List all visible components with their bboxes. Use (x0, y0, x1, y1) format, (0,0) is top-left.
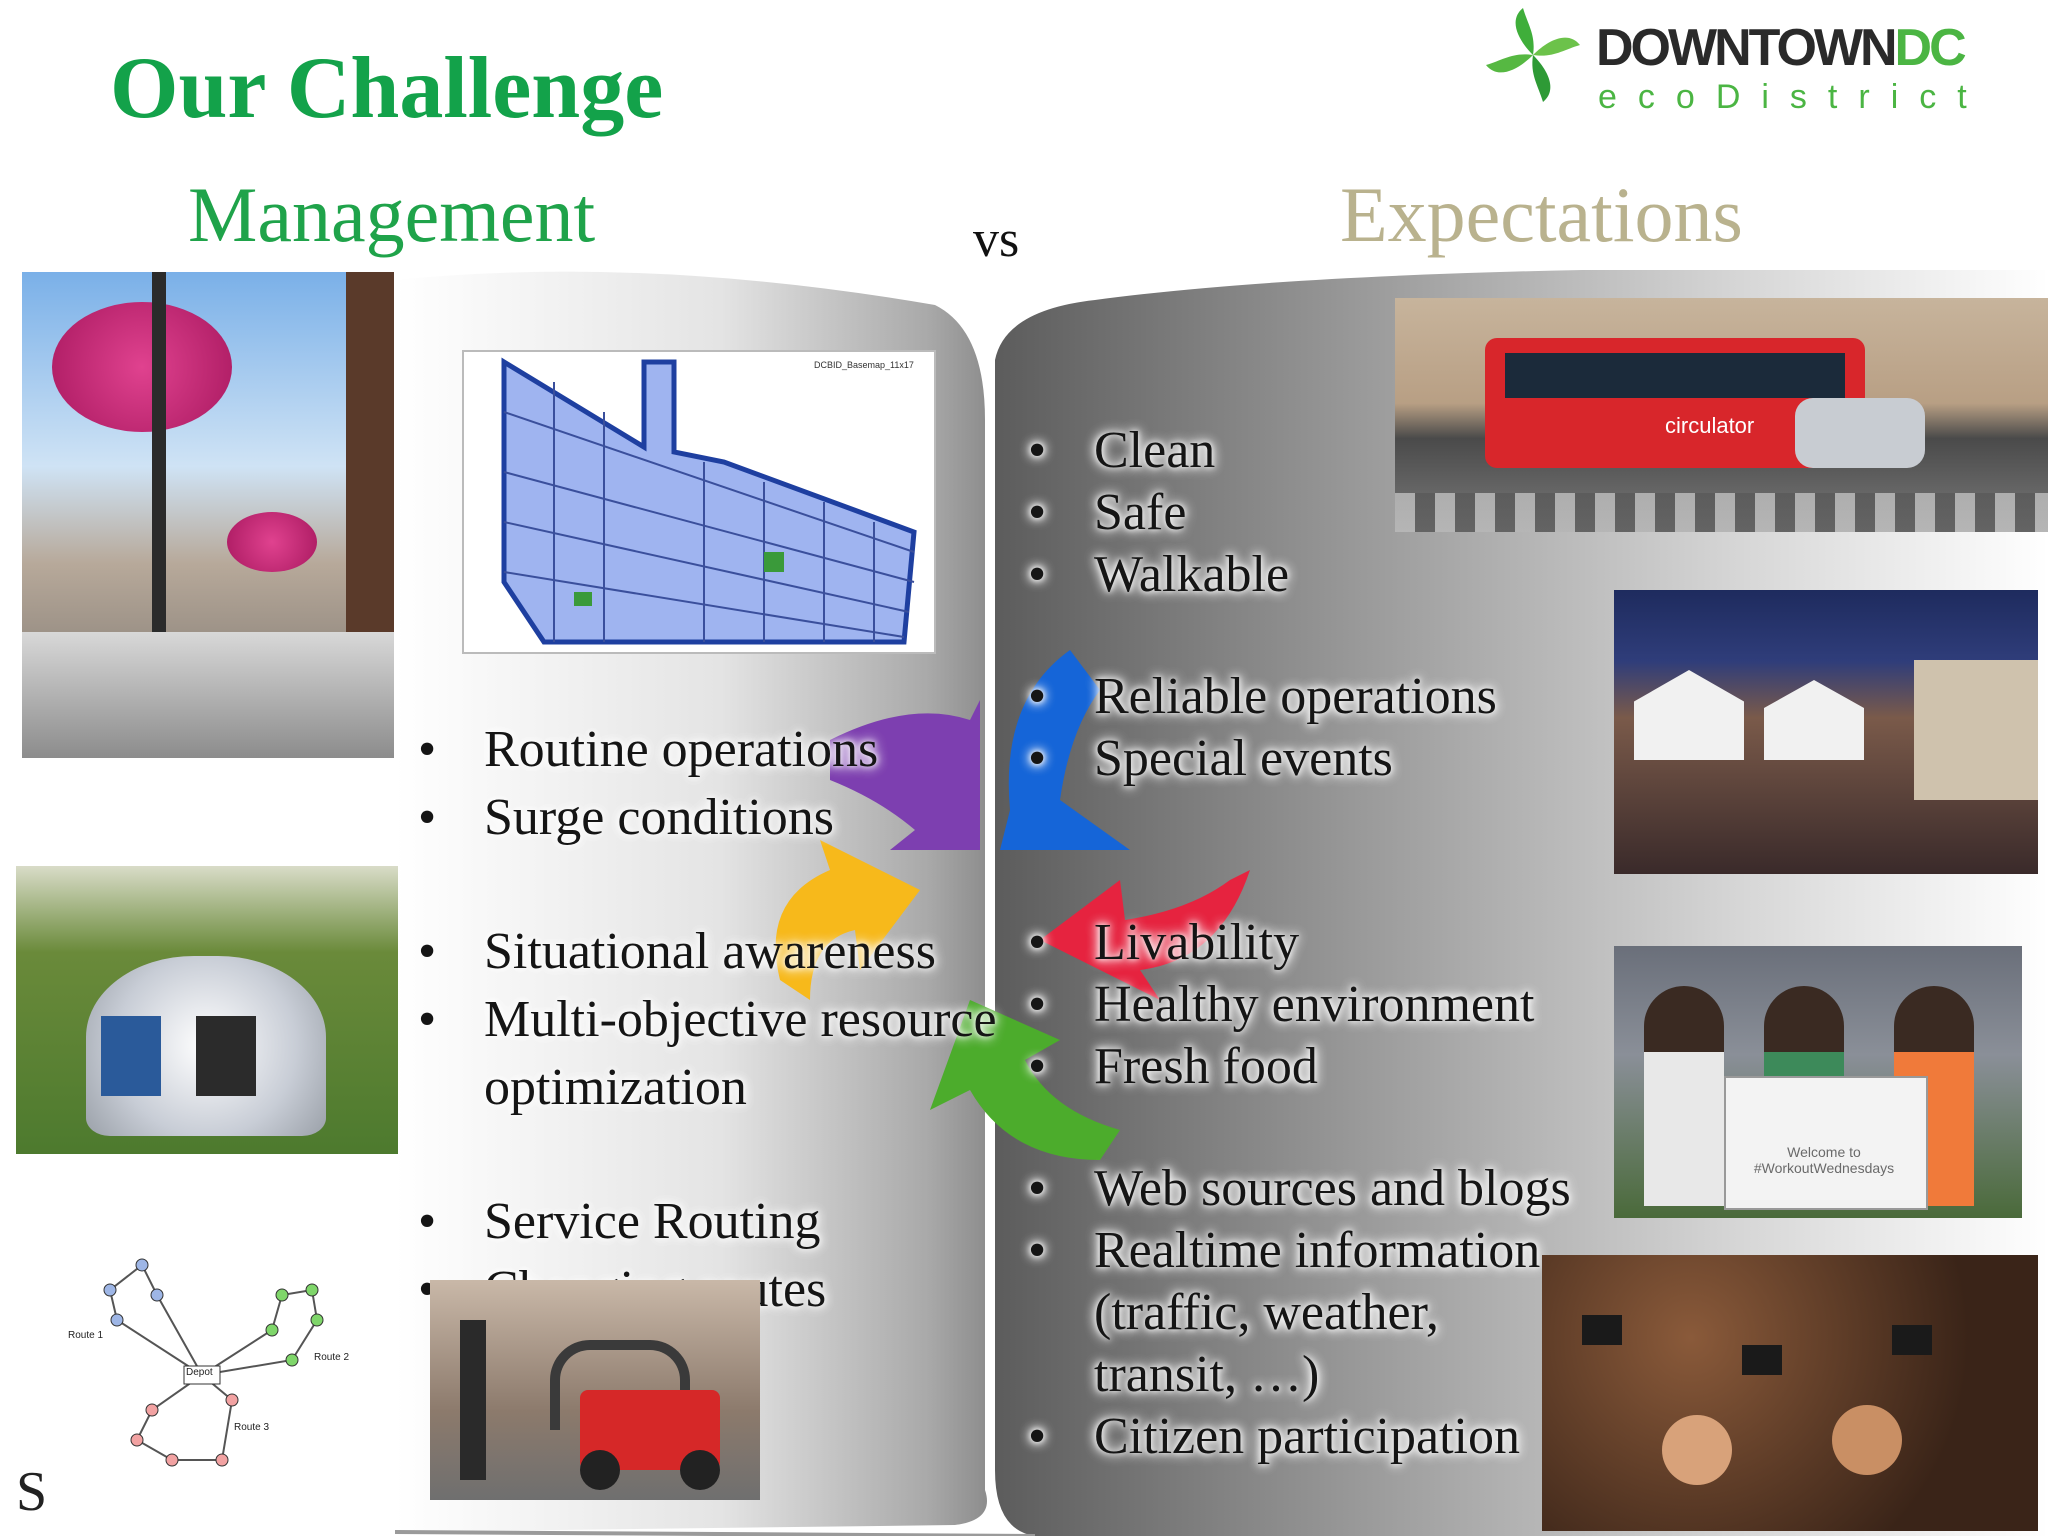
list-item: Walkable (1028, 544, 1628, 606)
route-diagram: Depot Route 1 Route 2 Route 3 (62, 1250, 362, 1480)
list-item: Service Routing (418, 1188, 998, 1256)
management-group-2: Situational awareness Multi-objective re… (418, 918, 998, 1122)
footer-fragment: S (16, 1461, 48, 1523)
list-item: Citizen participation (1028, 1406, 1588, 1468)
workout-sign-text: Welcome to #WorkoutWednesdays (1753, 1144, 1895, 1176)
list-item: Situational awareness (418, 918, 998, 986)
list-item: Reliable operations (1028, 666, 1628, 728)
flower-street-photo (22, 272, 394, 758)
route1-label: Route 1 (68, 1330, 104, 1341)
expectations-heading: Expectations (1340, 171, 1743, 258)
bus-brand-label: circulator (1665, 413, 1755, 438)
list-item: Realtime information (traffic, weather, … (1028, 1220, 1588, 1406)
management-heading: Management (188, 171, 596, 258)
trash-photo (16, 866, 398, 1154)
list-item: Fresh food (1028, 1036, 1628, 1098)
list-item: Surge conditions (418, 784, 998, 852)
market-photo (1614, 590, 2038, 874)
list-item: Multi-objective resource optimization (418, 986, 998, 1122)
street-sweeper-photo (430, 1280, 760, 1500)
expectations-group-2: Reliable operations Special events (1028, 666, 1628, 790)
list-item: Special events (1028, 728, 1628, 790)
route3-label: Route 3 (234, 1422, 270, 1433)
expectations-group-4: Web sources and blogs Realtime informati… (1028, 1158, 1588, 1468)
list-item: Clean (1028, 420, 1628, 482)
route2-label: Route 2 (314, 1352, 350, 1363)
vs-label: vs (973, 211, 1020, 268)
list-item: Routine operations (418, 716, 998, 784)
list-item: Livability (1028, 912, 1628, 974)
slide-title: Our Challenge (110, 40, 664, 137)
expectations-group-3: Livability Healthy environment Fresh foo… (1028, 912, 1628, 1098)
management-list: Routine operations Surge conditions Situ… (418, 716, 998, 1324)
management-group-1: Routine operations Surge conditions (418, 716, 998, 852)
district-map-image: DCBID_Basemap_11x17 (462, 350, 936, 654)
logo-subtitle: ecoDistrict (1598, 78, 1988, 116)
list-item: Healthy environment (1028, 974, 1628, 1036)
depot-label: Depot (186, 1367, 213, 1378)
workout-photo: Welcome to #WorkoutWednesdays (1614, 946, 2022, 1218)
list-item: Web sources and blogs (1028, 1158, 1588, 1220)
crowd-photo (1542, 1255, 2038, 1531)
expectations-group-1: Clean Safe Walkable (1028, 420, 1628, 606)
bus-photo: circulator (1395, 298, 2048, 532)
pinwheel-logo-icon (1486, 8, 1580, 102)
map-label: DCBID_Basemap_11x17 (814, 360, 914, 370)
logo: DOWNTOWNDC ecoDistrict (1478, 0, 2018, 116)
expectations-list: Clean Safe Walkable Reliable operations … (1028, 420, 1628, 1468)
list-item: Safe (1028, 482, 1628, 544)
logo-wordmark: DOWNTOWNDC (1596, 19, 1967, 77)
